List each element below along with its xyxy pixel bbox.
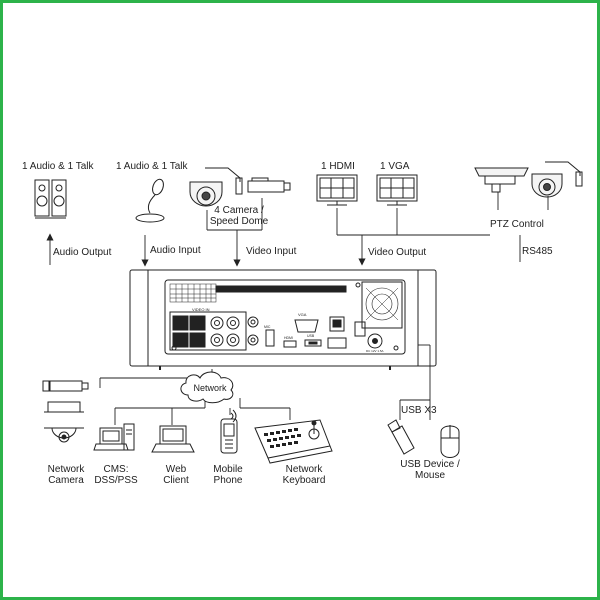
panel-label-mic: MIC	[264, 325, 271, 329]
label-audio-talk-left: 1 Audio & 1 Talk	[22, 161, 94, 172]
label-network-camera-line2: Camera	[48, 475, 84, 486]
panel-label-vga: VGA	[298, 312, 307, 317]
speed-dome-icon	[531, 161, 583, 198]
label-vga: 1 VGA	[380, 161, 410, 172]
ip-camera-icon	[42, 380, 89, 443]
laptop-icon	[151, 425, 195, 453]
label-camera-speed-dome-line2: Speed Dome	[209, 216, 269, 227]
speaker-icon	[34, 179, 67, 219]
label-usb-device-line2: Mouse	[414, 470, 446, 481]
mouse-icon	[440, 425, 460, 458]
label-video-input: Video Input	[246, 246, 297, 257]
label-camera-speed-dome-line1: 4 Camera /	[214, 205, 264, 216]
label-usb-x3: USB X3	[401, 405, 437, 416]
label-network-keyboard-line1: Network	[285, 464, 323, 475]
label-hdmi: 1 HDMI	[321, 161, 355, 172]
keyboard-icon	[254, 419, 333, 464]
label-web-client-line1: Web	[165, 464, 187, 475]
box-camera-icon	[247, 177, 291, 193]
label-network-keyboard-line2: Keyboard	[282, 475, 326, 486]
label-audio-talk-mid: 1 Audio & 1 Talk	[116, 161, 188, 172]
label-video-output: Video Output	[368, 247, 427, 258]
speed-dome-icon	[189, 167, 243, 207]
mobile-phone-icon	[220, 409, 238, 454]
label-ptz-control: PTZ Control	[490, 219, 544, 230]
label-rs485: RS485	[522, 246, 553, 257]
microphone-icon	[135, 178, 165, 223]
monitor-icon	[316, 174, 358, 206]
monitor-icon	[376, 174, 418, 206]
label-cms-line1: CMS:	[103, 464, 129, 475]
label-network: Network	[193, 383, 227, 393]
cloud-icon	[180, 371, 234, 404]
label-network-camera-line1: Network	[47, 464, 85, 475]
label-cms-line2: DSS/PSS	[94, 475, 138, 486]
usb-stick-icon	[387, 419, 415, 455]
dvr-front-panel	[129, 269, 437, 370]
label-mobile-phone-line2: Phone	[213, 475, 243, 486]
label-audio-input: Audio Input	[150, 245, 201, 256]
label-audio-output: Audio Output	[53, 247, 112, 258]
label-mobile-phone-line1: Mobile	[213, 464, 243, 475]
panel-label-power: DC 12V 1.5A	[366, 349, 384, 353]
panel-label-hdmi: HDMI	[284, 336, 293, 340]
label-web-client-line2: Client	[163, 475, 189, 486]
label-usb-device-line1: USB Device /	[400, 459, 460, 470]
server-icon	[93, 423, 135, 451]
panel-label-usb: USB	[307, 334, 315, 338]
ptz-camera-icon	[474, 167, 529, 193]
panel-label-video-in: VIDEO IN	[192, 307, 210, 312]
